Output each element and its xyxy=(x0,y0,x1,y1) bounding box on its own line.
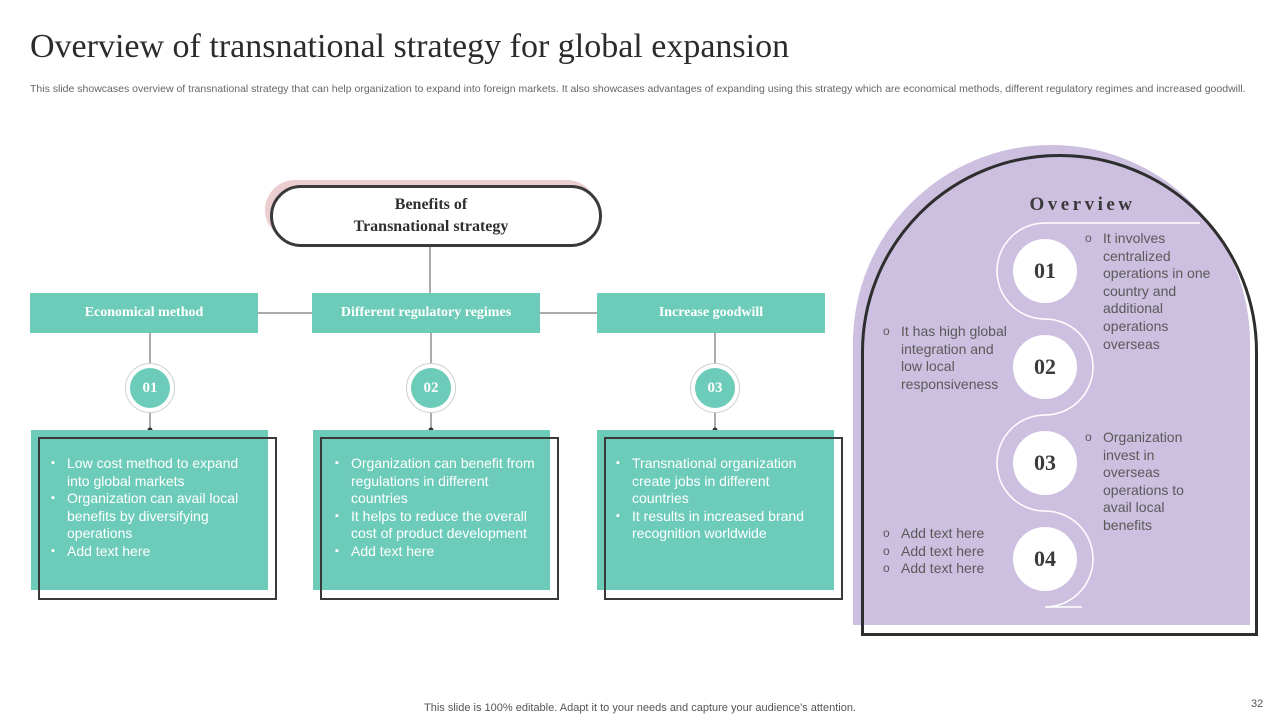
overview-list-03: Organization invest in overseas operatio… xyxy=(1085,429,1210,535)
benefits-title: Benefits of Transnational strategy xyxy=(270,190,592,242)
list-item: It involves centralized operations in on… xyxy=(1085,230,1220,353)
number-label: 03 xyxy=(695,368,735,408)
list-item: It results in increased brand recognitio… xyxy=(613,508,828,543)
list-item: Low cost method to expand into global ma… xyxy=(48,455,263,490)
overview-number-03: 03 xyxy=(1013,431,1077,495)
category-header-goodwill: Increase goodwill xyxy=(597,293,825,333)
card-list-regulatory: Organization can benefit from regulation… xyxy=(332,455,547,561)
card-list-goodwill: Transnational organization create jobs i… xyxy=(613,455,828,543)
list-item: Add text here xyxy=(48,543,263,561)
benefits-title-line2: Transnational strategy xyxy=(353,218,509,235)
overview-number-04: 04 xyxy=(1013,527,1077,591)
list-item: Transnational organization create jobs i… xyxy=(613,455,828,508)
number-label: 01 xyxy=(130,368,170,408)
page-subtitle: This slide showcases overview of transna… xyxy=(30,83,1246,95)
number-circle-02: 02 xyxy=(406,363,456,413)
list-item: It helps to reduce the overall cost of p… xyxy=(332,508,547,543)
category-header-economical: Economical method xyxy=(30,293,258,333)
card-list-economical: Low cost method to expand into global ma… xyxy=(48,455,263,561)
number-circle-01: 01 xyxy=(125,363,175,413)
overview-number-02: 02 xyxy=(1013,335,1077,399)
benefits-box xyxy=(270,185,602,247)
benefits-title-line1: Benefits of xyxy=(394,196,468,213)
list-item: Organization can avail local benefits by… xyxy=(48,490,263,543)
list-item: Add text here xyxy=(883,525,1013,543)
list-item: It has high global integration and low l… xyxy=(883,323,1013,393)
overview-title: Overview xyxy=(1029,194,1136,215)
page-number: 32 xyxy=(1251,698,1264,710)
list-item: Organization invest in overseas operatio… xyxy=(1085,429,1210,535)
number-circle-03: 03 xyxy=(690,363,740,413)
card-frame-economical xyxy=(38,437,277,600)
number-label: 02 xyxy=(411,368,451,408)
card-frame-goodwill xyxy=(604,437,843,600)
card-frame-regulatory xyxy=(320,437,559,600)
list-item: Add text here xyxy=(332,543,547,561)
overview-list-01: It involves centralized operations in on… xyxy=(1085,230,1220,353)
overview-number-01: 01 xyxy=(1013,239,1077,303)
list-item: Organization can benefit from regulation… xyxy=(332,455,547,508)
overview-arch-frame xyxy=(861,154,1258,636)
footer-note: This slide is 100% editable. Adapt it to… xyxy=(424,702,856,714)
overview-list-02: It has high global integration and low l… xyxy=(883,323,1013,393)
overview-list-04: Add text here Add text here Add text her… xyxy=(883,525,1013,578)
list-item: Add text here xyxy=(883,560,1013,578)
category-header-regulatory: Different regulatory regimes xyxy=(312,293,540,333)
page-title: Overview of transnational strategy for g… xyxy=(30,28,790,65)
list-item: Add text here xyxy=(883,543,1013,561)
